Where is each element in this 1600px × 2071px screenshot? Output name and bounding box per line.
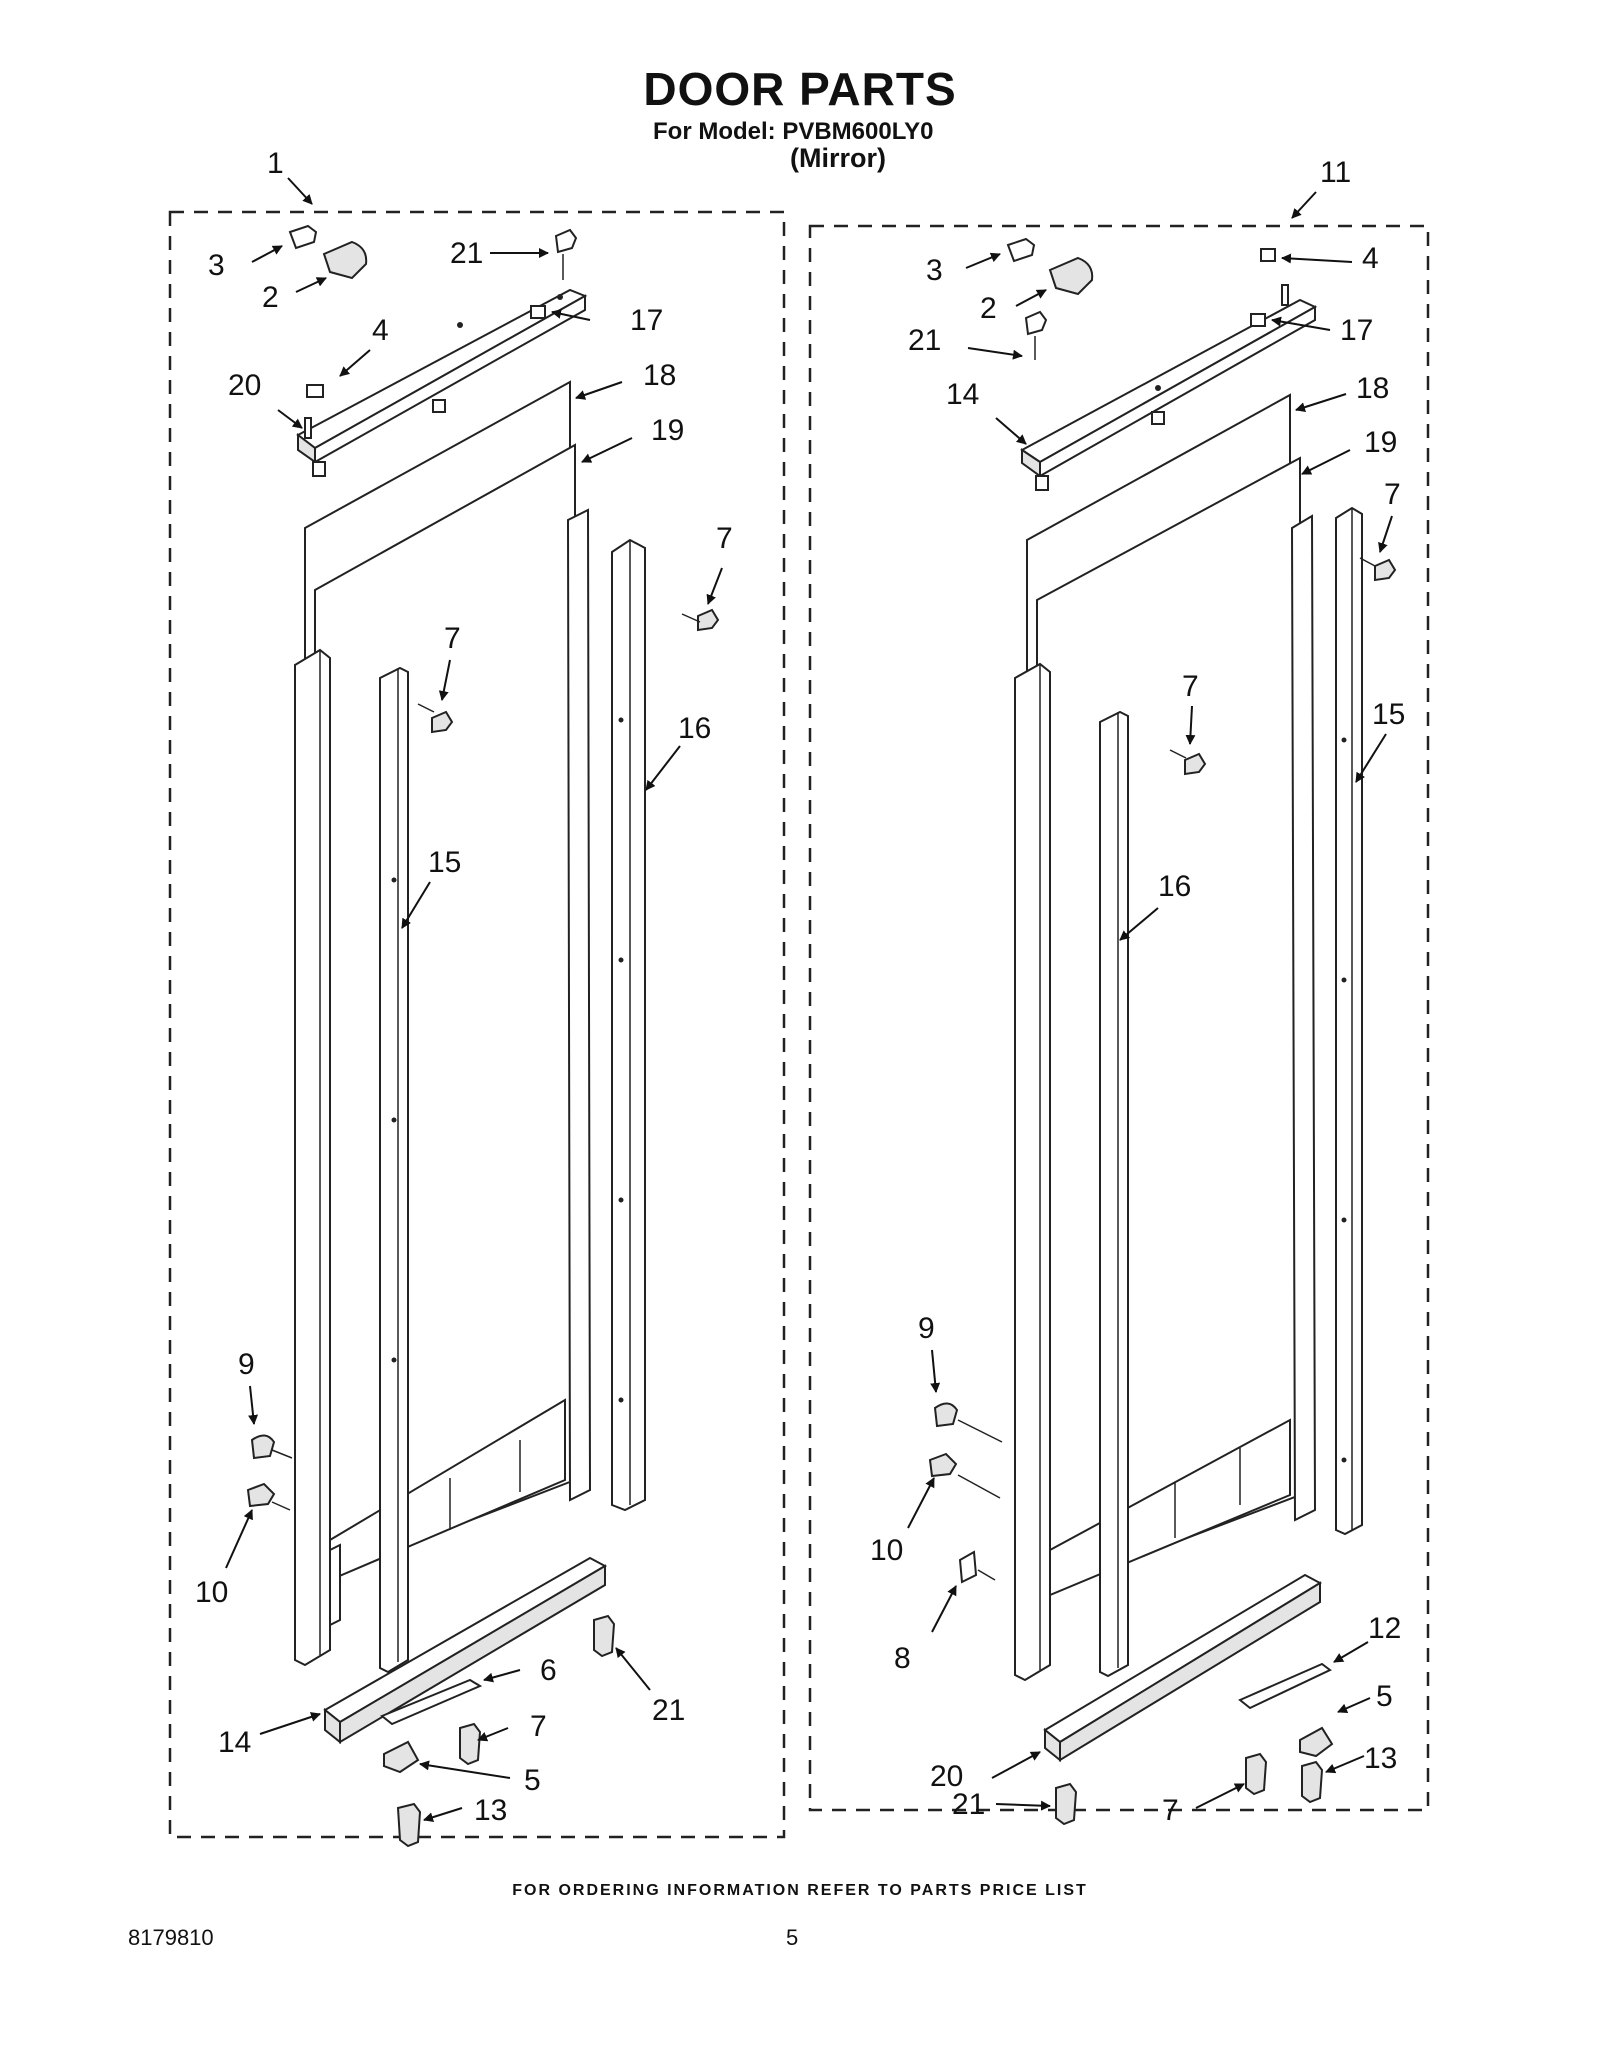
callout-right-7b: 7 xyxy=(1182,670,1199,703)
right-trim-strip-15 xyxy=(1335,506,1363,1536)
left-lower-fasteners xyxy=(246,1434,293,1511)
callout-left-21: 21 xyxy=(450,237,483,270)
callout-left-6: 6 xyxy=(540,1654,557,1687)
callout-left-20: 20 xyxy=(228,369,261,402)
callout-right-13: 13 xyxy=(1364,1742,1397,1775)
right-top-cap xyxy=(1020,284,1318,478)
callout-left-1: 1 xyxy=(267,147,284,180)
callout-labels-right: 11 3 4 2 17 21 14 18 19 7 7 15 16 9 10 8… xyxy=(870,156,1405,1827)
callout-left-21b: 21 xyxy=(652,1694,685,1727)
page-number: 5 xyxy=(786,1925,799,1950)
callout-right-11: 11 xyxy=(1320,156,1351,189)
callout-right-12: 12 xyxy=(1368,1612,1401,1645)
left-bottom-hinge-parts xyxy=(380,1614,616,1848)
callout-left-14: 14 xyxy=(218,1726,251,1759)
right-right-stile xyxy=(1290,514,1317,1522)
right-trim-strip-16 xyxy=(1099,710,1129,1678)
callout-left-3: 3 xyxy=(208,249,225,282)
right-assembly-boundary xyxy=(808,224,1430,1812)
callout-right-7a: 7 xyxy=(1384,478,1401,511)
left-right-stile xyxy=(566,508,592,1502)
callout-right-7c: 7 xyxy=(1162,1794,1179,1827)
callout-right-15: 15 xyxy=(1372,698,1405,731)
callout-right-2: 2 xyxy=(980,292,997,325)
left-bottom-cap xyxy=(323,1556,608,1745)
right-bottom-cap xyxy=(1043,1573,1323,1763)
callout-left-7c: 7 xyxy=(530,1710,547,1743)
left-screws xyxy=(417,608,720,734)
model-line: For Model: PVBM600LY0 xyxy=(653,118,934,145)
callout-right-16: 16 xyxy=(1158,870,1191,903)
right-outer-liner-panel xyxy=(1036,456,1301,1597)
callout-right-4: 4 xyxy=(1362,242,1379,275)
variant-label: (Mirror) xyxy=(790,143,886,173)
callout-right-3: 3 xyxy=(926,254,943,287)
right-bottom-hinge-parts xyxy=(1055,1662,1334,1826)
left-trim-strip-16 xyxy=(611,538,646,1512)
ordering-note: FOR ORDERING INFORMATION REFER TO PARTS … xyxy=(512,1882,1088,1899)
callout-left-5: 5 xyxy=(524,1764,541,1797)
callout-left-10: 10 xyxy=(195,1576,228,1609)
right-door-assembly xyxy=(808,224,1430,1826)
callout-left-18: 18 xyxy=(643,359,676,392)
callout-labels-left: 1 3 2 21 4 17 20 18 19 7 7 16 15 9 10 14… xyxy=(195,147,733,1827)
callout-left-15: 15 xyxy=(428,846,461,879)
callout-left-17: 17 xyxy=(630,304,663,337)
callout-leaders xyxy=(225,177,1393,1823)
callout-right-14: 14 xyxy=(946,378,979,411)
page-title: DOOR PARTS xyxy=(643,63,957,115)
callout-right-8: 8 xyxy=(894,1642,911,1675)
callout-right-5: 5 xyxy=(1376,1680,1393,1713)
callout-left-9: 9 xyxy=(238,1348,255,1381)
callout-left-16: 16 xyxy=(678,712,711,745)
callout-right-17: 17 xyxy=(1340,314,1373,347)
callout-left-7a: 7 xyxy=(716,522,733,555)
callout-left-4: 4 xyxy=(372,314,389,347)
left-door-assembly xyxy=(168,210,786,1848)
left-stile-channel xyxy=(294,648,331,1667)
callout-left-13: 13 xyxy=(474,1794,507,1827)
left-assembly-boundary xyxy=(168,210,786,1839)
left-trim-strip-15 xyxy=(379,666,409,1674)
right-screws xyxy=(1169,557,1397,776)
callout-right-20: 20 xyxy=(930,1760,963,1793)
callout-right-21: 21 xyxy=(908,324,941,357)
right-lower-fasteners xyxy=(928,1402,1003,1584)
callout-right-21b: 21 xyxy=(952,1788,985,1821)
left-top-cap xyxy=(296,288,588,464)
callout-left-19: 19 xyxy=(651,414,684,447)
right-stile-channel xyxy=(1014,662,1051,1682)
callout-right-18: 18 xyxy=(1356,372,1389,405)
callout-left-2: 2 xyxy=(262,281,279,314)
callout-right-19: 19 xyxy=(1364,426,1397,459)
callout-left-7b: 7 xyxy=(444,622,461,655)
left-top-small-parts xyxy=(288,224,578,477)
left-outer-liner-panel xyxy=(314,443,576,1582)
right-top-small-parts xyxy=(1006,237,1276,491)
document-number: 8179810 xyxy=(128,1925,214,1950)
callout-right-10: 10 xyxy=(870,1534,903,1567)
callout-right-9: 9 xyxy=(918,1312,935,1345)
